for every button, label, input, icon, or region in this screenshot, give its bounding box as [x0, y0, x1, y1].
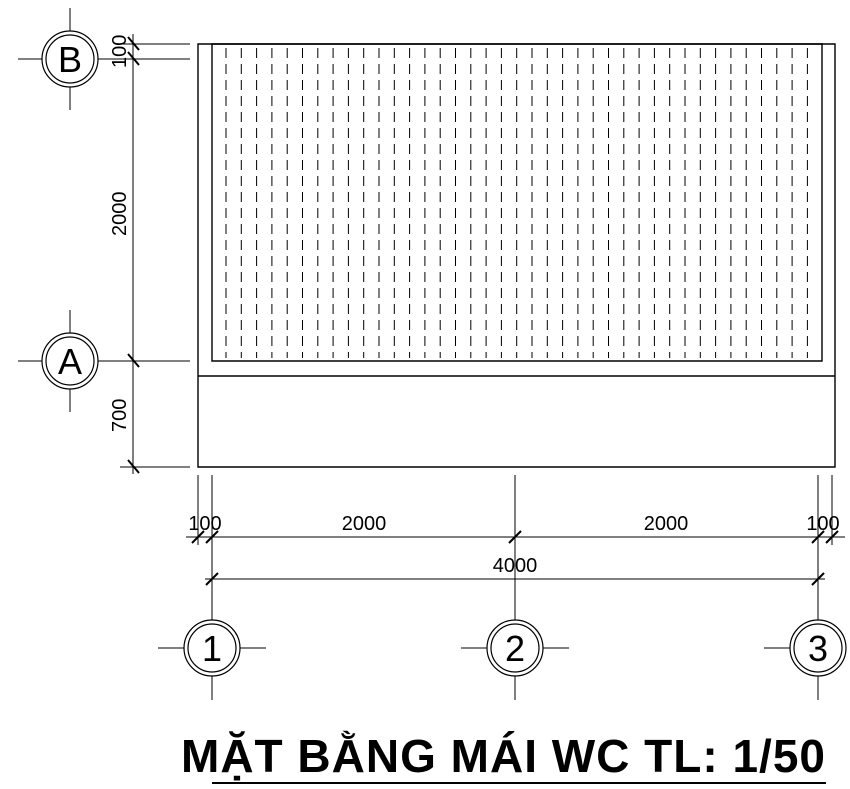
roof-sheet-area	[212, 44, 822, 361]
grid-lines-horizontal	[18, 44, 190, 467]
roof-outer-boundary	[198, 44, 835, 467]
dim-bottom-2: 2000	[342, 513, 387, 535]
grid-bubble-3: 3	[764, 620, 846, 676]
roof-outline	[198, 44, 835, 467]
grid-bubble-B: B	[42, 8, 98, 110]
dim-bottom-1: 100	[188, 513, 221, 535]
grid-label-1: 1	[202, 628, 222, 669]
dim-bottom-3: 2000	[644, 513, 689, 535]
grid-label-B: B	[58, 39, 82, 80]
roof-sheet-corrugation-lines	[226, 48, 807, 358]
bottom-dimension-chain	[186, 531, 845, 543]
grid-label-A: A	[58, 341, 82, 382]
dim-overall: 4000	[493, 555, 538, 577]
dim-bottom-4: 100	[806, 513, 839, 535]
grid-bubble-1: 1	[158, 620, 266, 676]
left-dimension-chain	[128, 34, 139, 474]
dim-left-bottom: 700	[109, 399, 131, 432]
overall-dimension	[205, 573, 825, 585]
drawing-title: MẶT BẰNG MÁI WC TL: 1/50	[181, 730, 826, 782]
dim-left-middle: 2000	[109, 192, 131, 237]
grid-label-3: 3	[808, 628, 828, 669]
grid-label-2: 2	[505, 628, 525, 669]
grid-bubble-2: 2	[461, 620, 569, 676]
dim-left-top: 100	[109, 35, 131, 68]
grid-bubble-A: A	[42, 310, 98, 412]
